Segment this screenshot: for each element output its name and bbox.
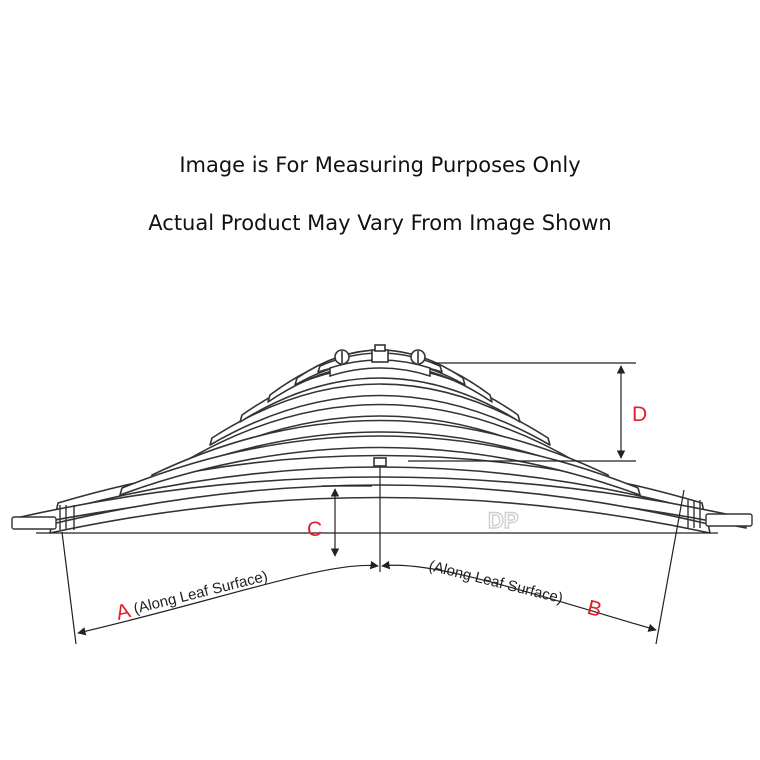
label-b-text: (Along Leaf Surface): [427, 557, 565, 607]
label-a-text: (Along Leaf Surface): [132, 568, 270, 618]
disclaimer-measuring: Image is For Measuring Purposes Only: [179, 153, 581, 177]
leaf-11: [119, 435, 641, 496]
leaf-8: [209, 383, 551, 446]
leaf-10: [149, 419, 611, 483]
center-bolt-hardware: [329, 344, 431, 467]
disclaimer-product-vary: Actual Product May Vary From Image Shown: [148, 211, 612, 235]
watermark-logo: DP: [488, 508, 519, 533]
label-d: D: [632, 403, 647, 426]
dimension-lines: [36, 362, 718, 645]
right-eye: [705, 513, 753, 527]
left-eye: [11, 516, 57, 530]
label-c: C: [307, 518, 322, 541]
dimension-a-arrow: [77, 560, 379, 636]
label-a: A: [114, 599, 133, 625]
dimension-b-arrow: [381, 560, 657, 632]
label-b: B: [585, 596, 604, 622]
leaf-main-upper: [55, 454, 705, 513]
eye-ends: [11, 500, 753, 530]
